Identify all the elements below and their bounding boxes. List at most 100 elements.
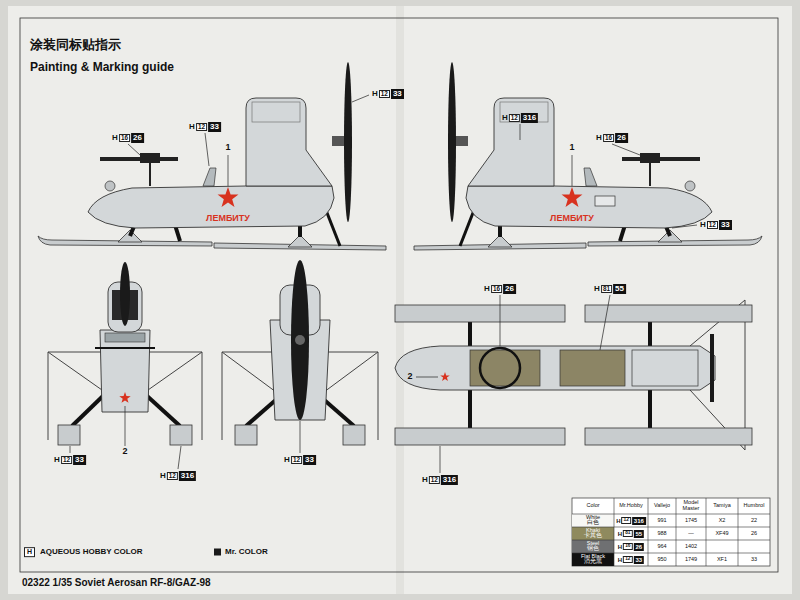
hobby-number: 12 [196,123,207,131]
mr-color-number: 55 [613,284,626,294]
table-cell-text: 1402 [685,544,697,550]
table-cell: 1745 [685,518,697,524]
mr-color-number: 26 [131,133,144,143]
frame [20,18,778,572]
hobby-number: 16 [623,543,632,550]
legend-text: AQUEOUS HOBBY COLOR [40,547,143,556]
paint-callout: H1233 [54,455,86,465]
hull-marking-text: ЛЕМБИТУ [550,213,594,223]
table-header-text: Model Master [683,499,700,511]
callout-number: 2 [122,447,127,457]
table-header: Humbrol [739,503,769,509]
mr-color-number: 33 [634,556,645,564]
hobby-prefix: H [484,285,490,293]
table-cell: 1749 [685,557,697,563]
table-cell: — [688,531,694,537]
table-header-text: Color [586,502,599,508]
title-chinese-text: 涂装同标贴指示 [30,37,121,52]
hobby-prefix: H [594,285,600,293]
hull-marking-text: ЛЕМБИТУ [206,213,250,223]
mr-color-number: 33 [303,455,316,465]
side-view-right [414,62,762,250]
color-name-cell: Khaki卡其色 [584,528,602,540]
color-name-chinese: 钢色 [587,547,600,553]
callout-number: 1 [569,143,574,153]
hobby-number: 12 [429,476,440,484]
hull-marking: ЛЕМБИТУ [550,214,594,224]
table-cell-text: 22 [751,518,757,524]
title-chinese: 涂装同标贴指示 [30,38,121,52]
table-cell: XF49 [715,531,728,537]
mr-color-number: 26 [634,543,645,551]
color-name-cell: Steel钢色 [587,541,600,553]
table-cell: 988 [657,531,666,537]
hobby-number: 12 [707,221,718,229]
table-cell-text: 988 [657,531,666,537]
table-header: Vallejo [649,503,675,509]
caption-text: 02322 1/35 Soviet Aerosan RF-8/GAZ-98 [22,577,211,588]
hobby-number: 12 [291,456,302,464]
mr-color-number: 33 [719,220,732,230]
legend-text: Mr. COLOR [225,548,268,557]
table-header: Model Master [677,500,705,512]
callout-number: 1 [225,143,230,153]
paint-callout: H1233 [189,122,221,132]
table-cell-text: 26 [751,531,757,537]
table-header-text: Tamiya [713,502,730,508]
top-view [395,300,752,450]
mr-color-number: 316 [441,475,458,485]
hobby-prefix: H [700,221,706,229]
hobby-number: 12 [379,90,390,98]
paper-sheet [8,6,792,594]
hobby-prefix: H [284,456,290,464]
paint-callout: H12316 [160,471,196,481]
hobby-number: 16 [603,134,614,142]
mr-color-number: 316 [179,471,196,481]
hobby-prefix: H [618,531,622,537]
paint-callout: H1233 [618,556,644,564]
title-text: Painting & Marking guide [30,60,174,74]
table-cell-text: 950 [657,557,666,563]
legend-icon-text: H [27,548,32,555]
front-view [48,262,202,445]
table-header: Color [573,503,613,509]
color-name-cell: White白色 [586,515,600,527]
paint-callout: H1626 [484,284,516,294]
hobby-number: 16 [491,285,502,293]
legend-icon: H [24,547,35,557]
table-cell-text: X2 [719,518,726,524]
color-name-chinese: 消光黑 [581,560,605,566]
mr-color-number: 316 [521,113,538,123]
callout-number-text: 1 [569,142,574,152]
color-name-chinese: 卡其色 [584,534,602,540]
table-cell-text: 1749 [685,557,697,563]
color-name-chinese: 白色 [586,521,600,527]
table-cell-text: 33 [751,557,757,563]
leader-lines [70,95,697,473]
rear-view [222,260,378,445]
mr-color-number: 26 [615,133,628,143]
hull-window [595,196,615,206]
legend-text: AQUEOUS HOBBY COLOR [40,548,143,557]
hobby-number: 81 [601,285,612,293]
table-cell: 950 [657,557,666,563]
hull-marking: ЛЕМБИТУ [206,214,250,224]
callout-number-text: 2 [407,371,412,381]
table-cell: 22 [751,518,757,524]
table-cell: 1402 [685,544,697,550]
table-header-text: Mr.Hobby [619,502,643,508]
paint-callout: H12316 [616,517,646,525]
table-header-text: Vallejo [654,502,670,508]
mr-color-number: 33 [208,122,221,132]
mr-color-number: 55 [634,530,645,538]
table-cell: 991 [657,518,666,524]
legend-swatch [214,549,221,556]
caption: 02322 1/35 Soviet Aerosan RF-8/GAZ-98 [22,577,211,588]
hobby-number: 16 [119,134,130,142]
hobby-prefix: H [616,518,620,524]
table-cell: 26 [751,531,757,537]
hobby-prefix: H [502,114,508,122]
hobby-number: 12 [621,517,630,524]
table-cell-text: 964 [657,544,666,550]
paint-callout: H1233 [372,89,404,99]
